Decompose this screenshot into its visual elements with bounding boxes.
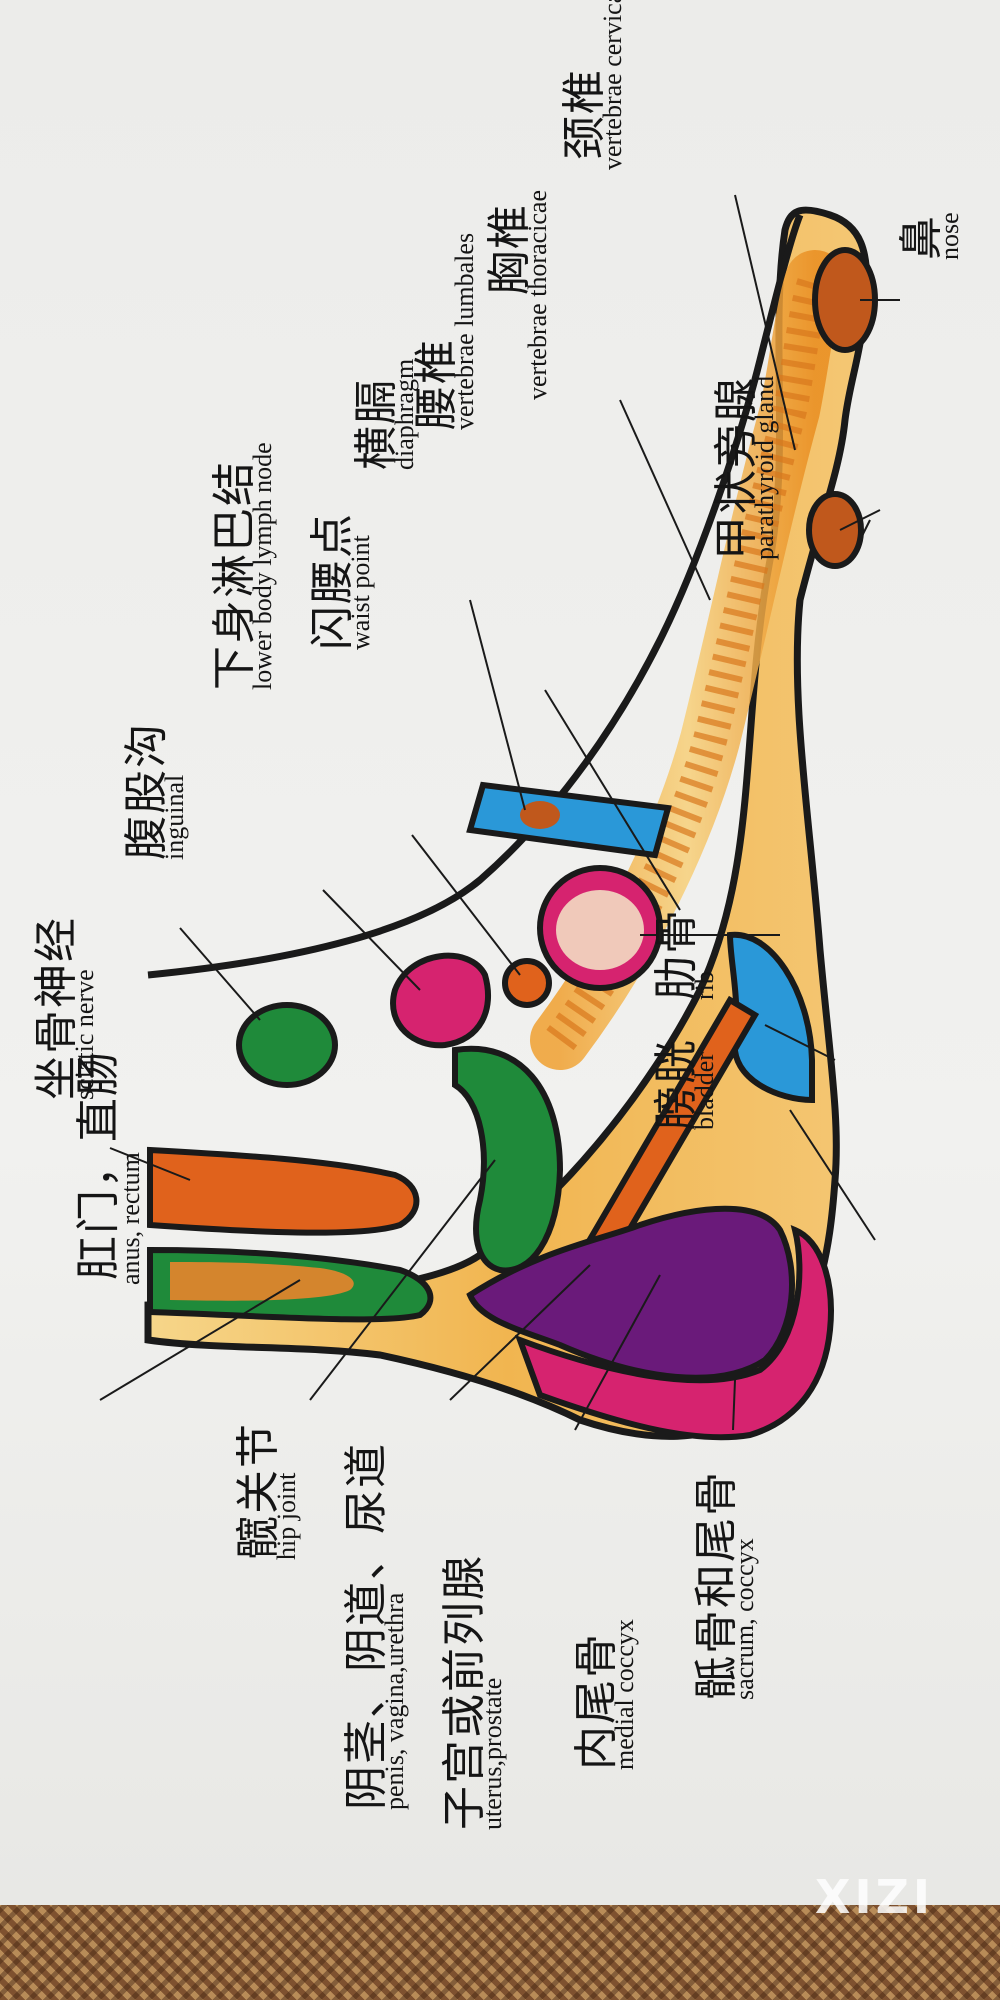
hip-joint-zone — [452, 1045, 564, 1274]
spine-vertebrae — [546, 274, 832, 1051]
bladder-zone — [726, 931, 815, 1104]
diaphragm-zone — [466, 781, 672, 859]
parathyroid-gland-label-en: parathyroid gland — [750, 375, 779, 560]
sciatic-nerve-label-en: sciatic nerve — [70, 969, 99, 1100]
nose-label-en: nose — [935, 212, 964, 260]
parathyroid-gland-zone — [806, 491, 864, 569]
anus-rectum-label-en: anus, rectum — [116, 1152, 145, 1285]
penis-vagina-urethra-label-en: penis, vagina,urethra — [380, 1592, 409, 1810]
woven-mat-background — [0, 1905, 1000, 2000]
medial-coccyx-label-en: medial coccyx — [610, 1619, 639, 1770]
heel-upper-edge — [147, 213, 804, 979]
bladder-label-en: bladder — [690, 1052, 719, 1130]
sciatic-nerve-zone — [147, 1146, 420, 1236]
leader-lines — [99, 194, 900, 1431]
thoracic-label-en: vertebrae thoracicae — [523, 189, 552, 400]
rib-label-en: rib — [690, 971, 719, 1000]
diaphragm-spot — [520, 801, 560, 829]
waist-point-label-en: waist point — [346, 535, 375, 650]
rectum-inner — [170, 1262, 354, 1301]
inguinal-zone — [236, 1002, 338, 1088]
hip-joint-label-en: hip joint — [272, 1472, 301, 1560]
lower-body-lymph-node-zone — [390, 952, 492, 1049]
sacrum-coccyx-label-en: sacrum, coccyx — [730, 1538, 759, 1700]
uterus-prostate-zone — [466, 1205, 795, 1381]
waist-point-zone — [502, 958, 552, 1008]
cervical-label-en: vertebrae cervicales — [598, 0, 627, 170]
uterus-prostate-label-en: uterus,prostate — [478, 1677, 507, 1830]
xizi-watermark: XIZI — [815, 1870, 935, 1924]
rib-inner — [556, 890, 644, 970]
medial-coccyx-zone — [514, 1225, 834, 1441]
foot-reflexology-diagram — [99, 194, 900, 1441]
inguinal-label-en: inguinal — [160, 774, 189, 860]
lower-body-lymph-node-label-en: lower body lymph node — [248, 442, 277, 690]
